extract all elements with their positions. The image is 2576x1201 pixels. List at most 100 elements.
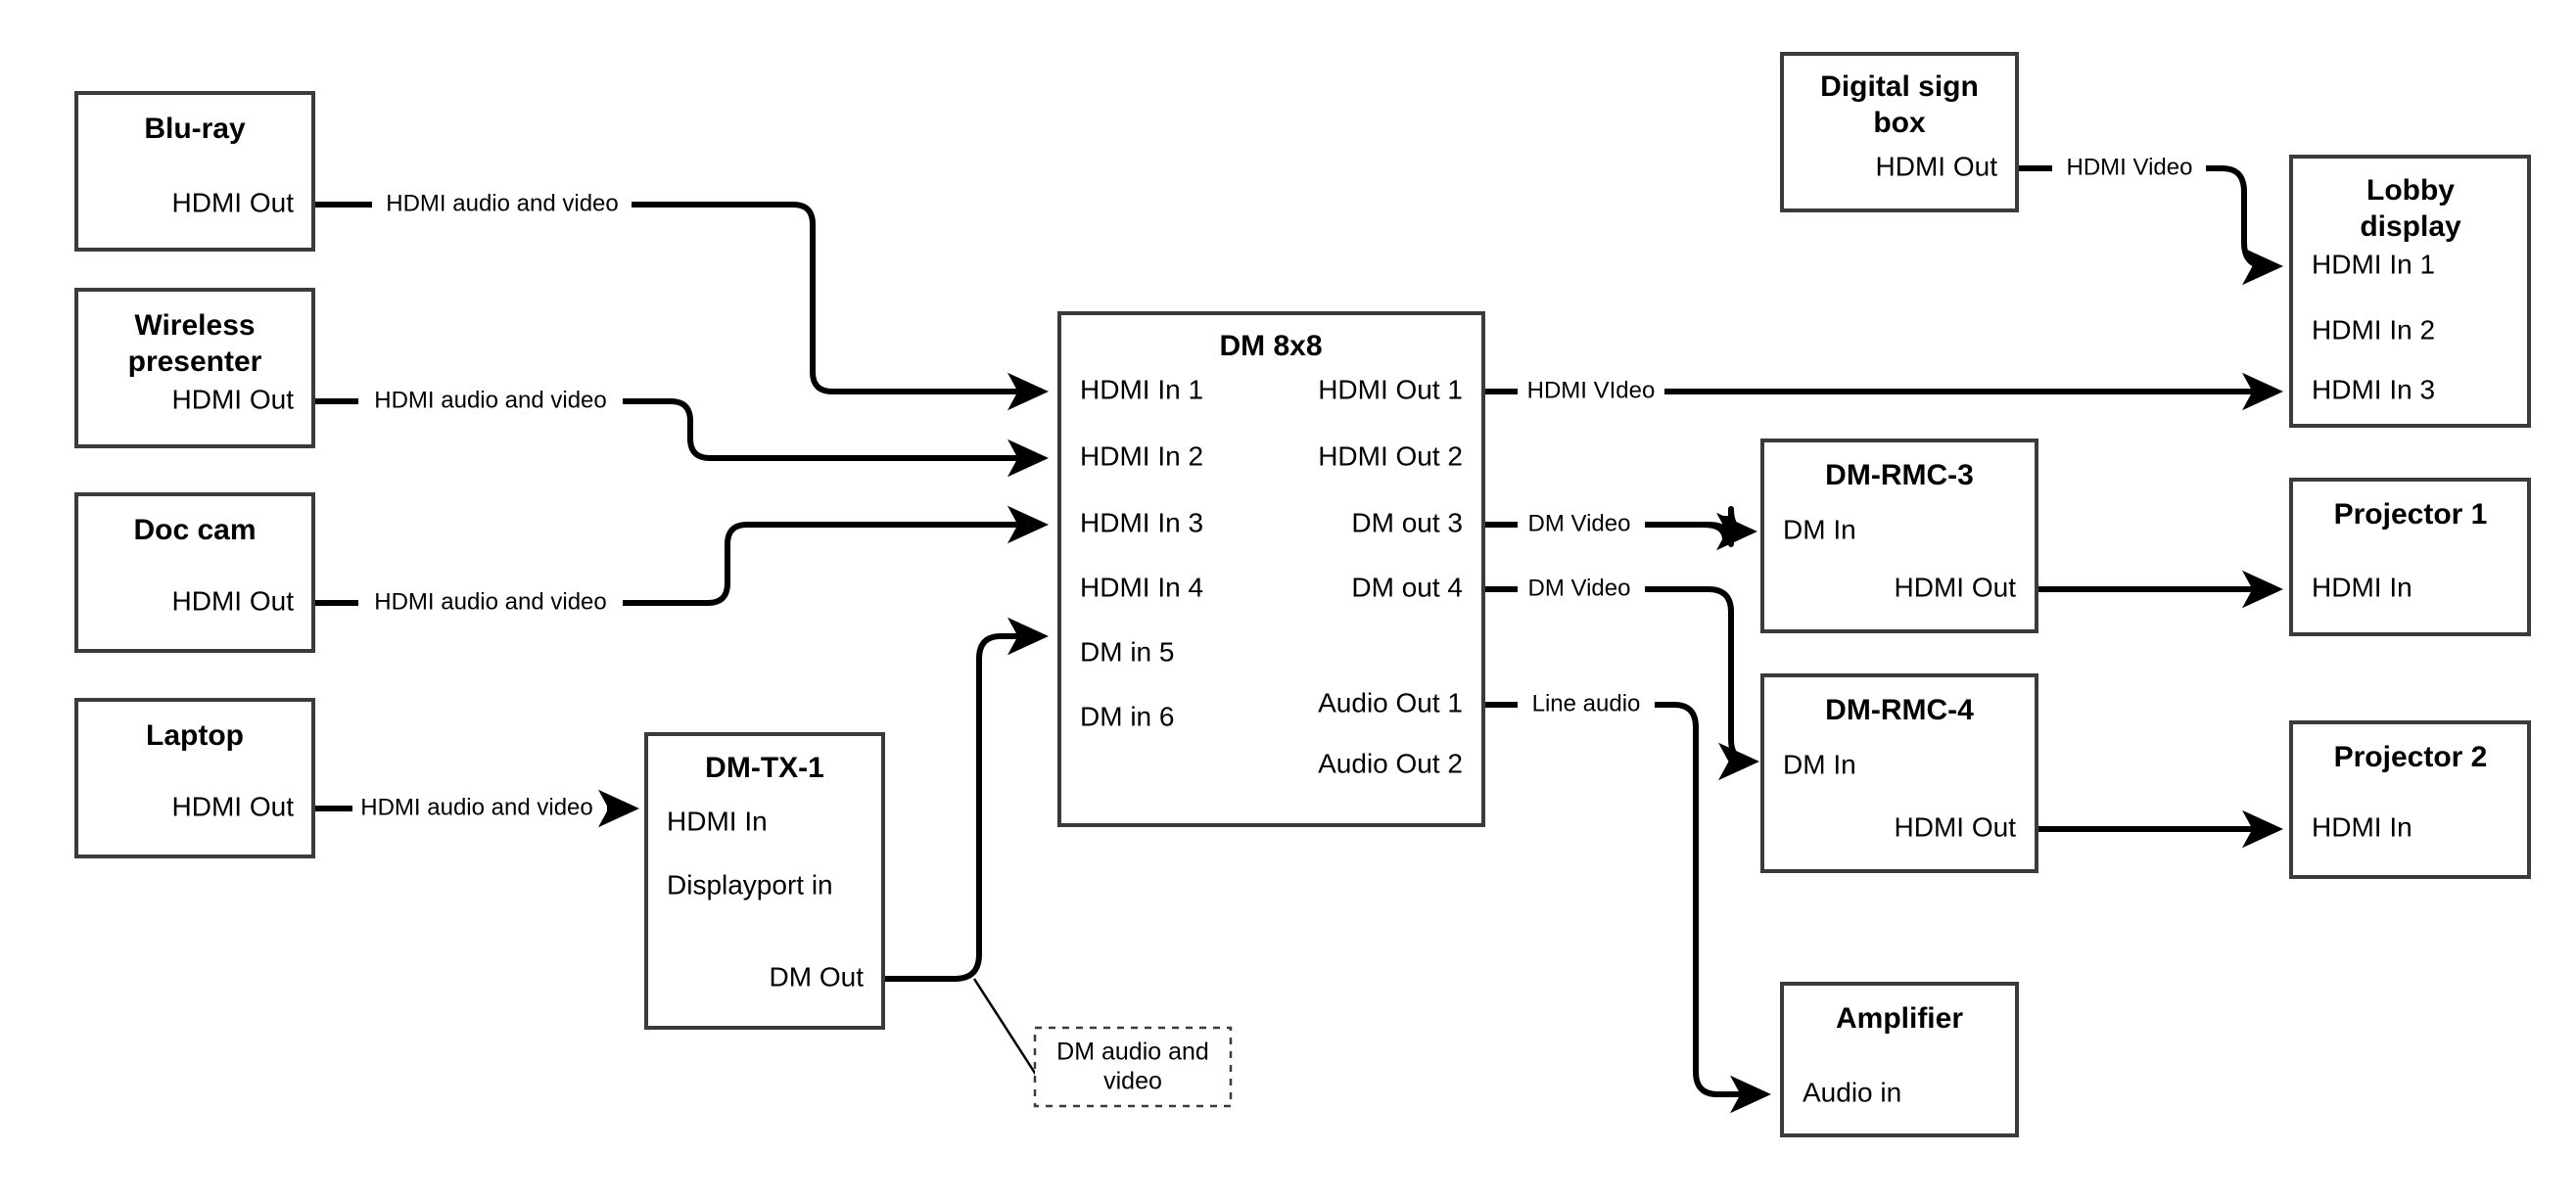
wire-segment [2206,165,2283,286]
wire-label-dm-out-3: DM Video [1528,510,1631,536]
note-dm-audio-and-video-line2: video [1103,1068,1162,1095]
port-projector-2-hdmi-in: HDMI In [2312,811,2412,842]
node-lobby-display-box[interactable] [2289,155,2531,428]
wire-label-digital-sign: HDMI Video [2067,154,2193,180]
node-wireless-presenter-title-line1: Wireless [134,309,255,342]
node-dm-rmc-3-box[interactable] [1760,439,2038,633]
node-wireless-presenter-box[interactable] [74,288,315,448]
port-dm-tx-1-dm-out: DM Out [770,961,865,992]
port-dm-rmc-4-dm-in: DM In [1783,749,1856,779]
note-dm-audio-and-video: DM audio and video [1033,1026,1233,1108]
node-digital-sign-box[interactable]: Digital sign box HDMI Out [1780,52,2019,212]
node-digital-sign-box-title-line1: Digital sign [1820,70,1979,103]
wire-digital-sign-to-lobby-hdmi-in-1: HDMI Video [2017,154,2283,286]
port-lobby-display-hdmi-in-1: HDMI In 1 [2312,249,2435,279]
port-dm-8x8-hdmi-in-2: HDMI In 2 [1080,440,1203,471]
wire-segment [623,398,1049,478]
node-digital-sign-box-title-line2: box [1873,107,1926,139]
port-dm-8x8-hdmi-out-1: HDMI Out 1 [1318,374,1463,404]
node-wireless-presenter-title-line2: presenter [128,346,262,378]
port-dm-8x8-dm-in-6: DM in 6 [1080,701,1174,731]
node-laptop-title: Laptop [146,719,244,752]
node-doc-cam[interactable]: Doc cam HDMI Out [74,492,315,653]
port-dm-rmc-3-dm-in: DM In [1783,514,1856,544]
port-dm-8x8-hdmi-in-4: HDMI In 4 [1080,572,1203,602]
node-doc-cam-title: Doc cam [133,514,256,546]
node-projector-1-box[interactable] [2289,478,2531,636]
wire-blu-ray-to-dm-hdmi-in-1: HDMI audio and video [313,190,1049,411]
node-laptop[interactable]: Laptop HDMI Out [74,698,315,858]
note-dm-audio-and-video-line1: DM audio and [1056,1039,1209,1066]
wire-segment [1645,516,1728,543]
node-dm-rmc-4[interactable]: DM-RMC-4 DM In HDMI Out [1760,673,2038,873]
wire-segment [1645,586,1759,781]
port-dm-tx-1-displayport-in: Displayport in [667,869,833,900]
port-dm-8x8-hdmi-out-2: HDMI Out 2 [1318,440,1463,471]
node-dm-rmc-4-title: DM-RMC-4 [1825,694,1974,726]
wire-dm-audio-out-1-to-amplifier: Line audio [1483,690,1771,1114]
port-dm-8x8-hdmi-in-3: HDMI In 3 [1080,507,1203,537]
wire-label-doc-cam: HDMI audio and video [374,588,606,615]
wire-laptop-to-dm-tx-1: HDMI audio and video [313,789,639,828]
port-digital-sign-box-hdmi-out: HDMI Out [1876,151,1998,181]
node-blu-ray-title: Blu-ray [144,113,246,145]
node-projector-1[interactable]: Projector 1 HDMI In [2289,478,2531,636]
port-wireless-presenter-hdmi-out: HDMI Out [172,384,295,414]
port-dm-8x8-audio-out-1: Audio Out 1 [1318,687,1463,717]
node-dm-8x8-box[interactable] [1057,311,1485,827]
port-doc-cam-hdmi-out: HDMI Out [172,585,295,616]
node-digital-sign-box-box[interactable] [1780,52,2019,212]
wire-segment [632,202,1049,411]
port-amplifier-audio-in: Audio in [1803,1077,1901,1107]
wire-wireless-presenter-to-dm-hdmi-in-2: HDMI audio and video [313,387,1049,478]
wire-segment [1655,702,1771,1114]
node-projector-2-box[interactable] [2289,720,2531,879]
port-lobby-display-hdmi-in-2: HDMI In 2 [2312,314,2435,345]
wire-dm-out-3-to-dm-rmc-3: DM Video [1483,506,1757,551]
node-dm-8x8-title: DM 8x8 [1219,330,1322,362]
wire-segment [623,505,1049,606]
wire-label-wireless-presenter: HDMI audio and video [374,387,606,413]
port-dm-tx-1-hdmi-in: HDMI In [667,806,768,836]
node-dm-tx-1-title: DM-TX-1 [705,752,824,784]
node-lobby-display-title-line2: display [2360,210,2461,243]
wire-dm-tx-1-to-dm-in-5 [883,617,1049,1082]
wire-segment [1645,506,1757,551]
node-blu-ray[interactable]: Blu-ray HDMI Out [74,91,315,252]
note-dm-audio-and-video-box [1033,1026,1233,1108]
node-amplifier-box[interactable] [1780,982,2019,1137]
node-dm-tx-1[interactable]: DM-TX-1 HDMI In Displayport in DM Out [644,732,885,1030]
port-laptop-hdmi-out: HDMI Out [172,791,295,821]
port-projector-1-hdmi-in: HDMI In [2312,572,2412,602]
node-lobby-display-title-line1: Lobby [2366,174,2455,207]
node-dm-rmc-3-title: DM-RMC-3 [1825,459,1974,491]
node-laptop-box[interactable] [74,698,315,858]
port-blu-ray-hdmi-out: HDMI Out [172,187,295,217]
node-doc-cam-box[interactable] [74,492,315,653]
node-projector-2[interactable]: Projector 2 HDMI In [2289,720,2531,879]
node-projector-1-title: Projector 1 [2334,498,2488,531]
port-dm-8x8-dm-in-5: DM in 5 [1080,636,1174,667]
node-blu-ray-box[interactable] [74,91,315,252]
wire-dm-out-4-to-dm-rmc-4: DM Video [1483,575,1759,781]
node-projector-2-title: Projector 2 [2334,741,2488,773]
node-dm-8x8[interactable]: DM 8x8 HDMI In 1 HDMI In 2 HDMI In 3 HDM… [1057,311,1485,827]
node-wireless-presenter[interactable]: Wireless presenter HDMI Out [74,288,315,448]
wire-label-dm-audio-out-1: Line audio [1532,690,1641,716]
node-amplifier-title: Amplifier [1836,1002,1963,1035]
wire-dm-hdmi-out-1-to-lobby-hdmi-in-3: HDMI VIdeo [1483,372,2283,411]
node-lobby-display[interactable]: Lobby display HDMI In 1 HDMI In 2 HDMI I… [2289,155,2531,428]
wire-label-dm-out-4: DM Video [1528,575,1631,601]
node-dm-tx-1-box[interactable] [644,732,885,1030]
port-dm-8x8-dm-out-4: DM out 4 [1351,572,1463,602]
node-dm-rmc-3[interactable]: DM-RMC-3 DM In HDMI Out [1760,439,2038,633]
wire-label-dm-hdmi-out-1: HDMI VIdeo [1527,377,1656,403]
port-dm-8x8-audio-out-2: Audio Out 2 [1318,748,1463,778]
port-dm-8x8-hdmi-in-1: HDMI In 1 [1080,374,1203,404]
note-leader-line [972,978,1042,1082]
node-amplifier[interactable]: Amplifier Audio in [1780,982,2019,1137]
node-dm-rmc-4-box[interactable] [1760,673,2038,873]
port-dm-rmc-3-hdmi-out: HDMI Out [1895,572,2017,602]
